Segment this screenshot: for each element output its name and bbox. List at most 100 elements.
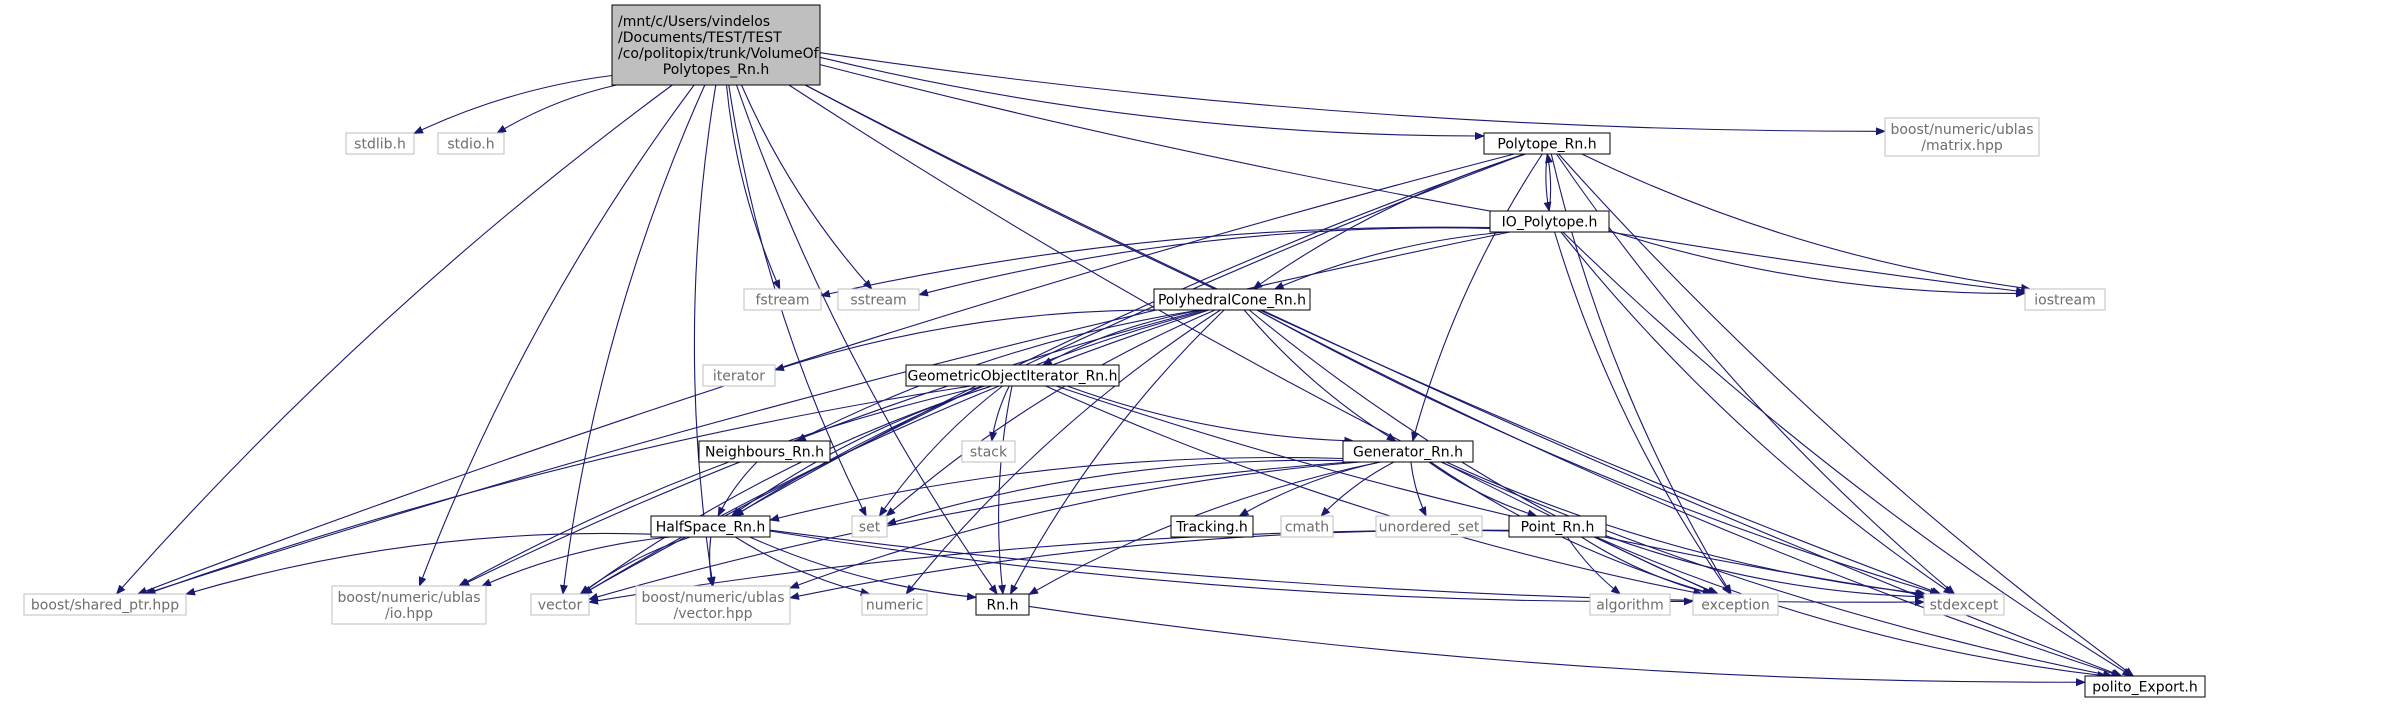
node-label: unordered_set [1379, 520, 1480, 536]
node-box [2024, 288, 2106, 311]
node-label: /mnt/c/Users/vindelos [618, 14, 770, 30]
edge-root-to-sstream [740, 84, 873, 290]
edge-root-to-stdexcept [804, 84, 1942, 595]
node-stdio: stdio.h [437, 132, 505, 155]
node-box [1508, 515, 1607, 538]
edge-point-to-stdexcept [1605, 535, 1925, 601]
node-label: polito_Export.h [2092, 680, 2197, 696]
node-label: iostream [2034, 293, 2096, 309]
node-box [1483, 132, 1611, 155]
node-box [1589, 593, 1671, 616]
edge-halfspace-to-vector [579, 536, 691, 595]
edge-geomiter-to-rn [997, 385, 1013, 595]
node-polytope[interactable]: Polytope_Rn.h [1483, 132, 1611, 155]
node-box [23, 593, 187, 616]
node-box [905, 364, 1120, 387]
edge-halfspace-to-rn [749, 536, 977, 601]
node-label: stdlib.h [354, 137, 406, 153]
edge-polyhedralcone-to-generator [1243, 309, 1397, 442]
node-box [702, 364, 776, 387]
edge-polytope-to-polito_export [1558, 153, 2135, 677]
node-label: Polytopes_Rn.h [663, 62, 769, 78]
node-label: Polytope_Rn.h [1497, 137, 1596, 153]
node-box [437, 132, 505, 155]
node-label: cmath [1285, 520, 1329, 536]
node-label: exception [1701, 598, 1769, 614]
edge-polyhedralcone-to-stdexcept [1256, 309, 1940, 596]
edge-polyhedralcone-to-numeric [905, 309, 1221, 595]
node-label: vector [538, 598, 583, 614]
node-tracking[interactable]: Tracking.h [1170, 515, 1254, 538]
node-label: IO_Polytope.h [1502, 215, 1598, 231]
edge-rn-to-polito_export [1028, 605, 2086, 687]
node-label: set [859, 520, 881, 536]
edge-polyhedralcone-to-neighbours [795, 309, 1200, 442]
edge-root-to-ublas_vector [693, 84, 717, 587]
node-box [635, 585, 791, 625]
node-fstream: fstream [743, 288, 822, 311]
node-label: Neighbours_Rn.h [705, 445, 824, 461]
node-box [837, 288, 920, 311]
edge-root-to-vector [560, 84, 706, 595]
edge-polyhedralcone-to-iterator [774, 309, 1164, 372]
node-geomiter[interactable]: GeometricObjectIterator_Rn.h [905, 364, 1120, 387]
edge-polytope-to-generator [1411, 153, 1543, 442]
edge-generator-to-vector [588, 461, 1350, 601]
node-box [851, 515, 888, 538]
node-box [2084, 675, 2206, 698]
edge-generator-to-rn [1028, 461, 1381, 595]
node-algorithm: algorithm [1589, 593, 1671, 616]
edge-geomiter-to-shared_ptr [145, 385, 971, 595]
edge-io_polytope-to-polyhedralcone [1273, 231, 1507, 290]
edge-root-to-fstream [725, 84, 781, 290]
edge-generator-to-unordered_set [1410, 461, 1427, 517]
node-box [861, 593, 928, 616]
edge-halfspace-to-numeric [735, 536, 871, 596]
edge-generator-to-point [1428, 461, 1538, 518]
node-box [1375, 515, 1483, 538]
node-exception: exception [1692, 593, 1779, 616]
node-io-polytope[interactable]: IO_Polytope.h [1489, 210, 1610, 233]
node-label: Tracking.h [1175, 520, 1248, 536]
edge-generator-to-ublas_vector [789, 461, 1361, 589]
node-box [345, 132, 415, 155]
node-polito-export[interactable]: polito_Export.h [2084, 675, 2206, 698]
node-rn[interactable]: Rn.h [975, 593, 1030, 616]
node-label: Rn.h [987, 598, 1019, 614]
node-box [1692, 593, 1779, 616]
edge-io_polytope-to-polito_export [1562, 231, 2133, 677]
node-box [1153, 288, 1311, 311]
edge-root-to-stdlib [413, 74, 613, 134]
edge-io_polytope-to-iostream [1608, 229, 2026, 298]
node-label: sstream [850, 293, 906, 309]
edge-root-to-polytope [819, 56, 1485, 141]
edge-polytope-to-iostream [1581, 153, 2032, 292]
node-polyhedralcone[interactable]: PolyhedralCone_Rn.h [1153, 288, 1311, 311]
node-iterator: iterator [702, 364, 776, 387]
node-point[interactable]: Point_Rn.h [1508, 515, 1607, 538]
node-halfspace[interactable]: HalfSpace_Rn.h [650, 515, 771, 538]
node-box [650, 515, 771, 538]
node-box [331, 585, 487, 625]
edge-geomiter-to-stdexcept [1055, 385, 1925, 598]
node-stdlib: stdlib.h [345, 132, 415, 155]
node-generator[interactable]: Generator_Rn.h [1342, 440, 1474, 463]
node-label: /co/politopix/trunk/VolumeOf [618, 46, 820, 62]
node-unordered-set: unordered_set [1375, 515, 1483, 538]
edge-halfspace-to-ublas_io [481, 536, 671, 587]
edge-geomiter-to-generator [1066, 385, 1355, 445]
edge-generator-to-polito_export [1440, 461, 2114, 679]
edge-polytope-to-polyhedralcone [1252, 153, 1526, 290]
node-root[interactable]: /mnt/c/Users/vindelos/Documents/TEST/TES… [611, 4, 821, 86]
edge-geomiter-to-set [878, 385, 1003, 517]
edge-io_polytope-to-fstream [820, 226, 1491, 298]
edge-point-to-exception [1581, 536, 1713, 596]
edge-neighbours-to-halfspace [717, 461, 758, 517]
node-ublas-vector: boost/numeric/ublas/vector.hpp [635, 585, 791, 625]
edge-layer [115, 52, 2135, 687]
node-neighbours[interactable]: Neighbours_Rn.h [698, 440, 831, 463]
node-numeric: numeric [861, 593, 928, 616]
edge-generator-to-stdexcept [1445, 461, 1927, 597]
node-label: stdexcept [1930, 598, 1999, 614]
node-label: PolyhedralCone_Rn.h [1158, 293, 1306, 309]
